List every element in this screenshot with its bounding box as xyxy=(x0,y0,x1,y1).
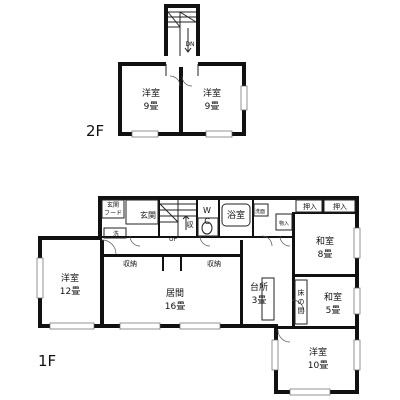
room-1f-wc-c: C xyxy=(204,217,210,226)
storage-a-label: 収納 xyxy=(123,259,137,268)
oshiire-a-label: 押入 xyxy=(303,202,317,211)
tokonoma-label-1: 床 xyxy=(298,288,305,297)
room-1f-japanese8-name: 和室 xyxy=(316,235,334,247)
room-1f-japanese8-size: 8畳 xyxy=(318,249,333,260)
floor-1f: UP 洋室 12畳 居間 16畳 xyxy=(36,196,361,396)
room-1f-western10-size: 10畳 xyxy=(308,360,328,371)
room-1f-living-name: 居間 xyxy=(166,288,184,299)
room-2f-east-size: 9畳 xyxy=(205,101,220,112)
room-1f-japanese5-size: 5畳 xyxy=(326,305,341,316)
stairs-up-label: UP xyxy=(169,236,177,243)
stairs-2f xyxy=(167,11,197,56)
room-1f-living-size: 16畳 xyxy=(165,301,185,312)
room-1f-western10-name: 洋室 xyxy=(309,346,327,358)
tokonoma-label-2: の xyxy=(298,298,305,306)
room-2f-east-name: 洋室 xyxy=(203,87,221,99)
utility-a-label: 洗面 xyxy=(255,208,265,215)
room-2f-west-size: 9畳 xyxy=(144,101,159,112)
stairs-1f xyxy=(159,200,196,236)
floor-label-2f: 2F xyxy=(86,122,104,140)
storage-small-label: 収 xyxy=(187,221,194,229)
hood-label-2: フード xyxy=(104,210,122,217)
room-1f-japanese5-name: 和室 xyxy=(324,291,342,303)
room-1f-bath-name: 浴室 xyxy=(227,209,245,221)
room-1f-western12-size: 12畳 xyxy=(60,286,80,297)
room-1f-wc-w: W xyxy=(203,206,211,215)
room-2f-west-name: 洋室 xyxy=(142,87,160,99)
room-1f-kitchen-size: 3畳 xyxy=(252,295,267,306)
hood-label-1: 玄関 xyxy=(107,201,119,209)
wash-label: 洗 xyxy=(113,230,119,238)
oshiire-b-label: 押入 xyxy=(333,202,347,211)
floor-label-1f: 1F xyxy=(38,352,56,370)
utility-b-label: 物入 xyxy=(279,220,289,227)
room-1f-kitchen-name: 台所 xyxy=(250,281,268,293)
room-1f-entrance-name: 玄関 xyxy=(140,210,156,220)
floor-2f: DN 洋室 9畳 洋室 9畳 2F xyxy=(86,4,248,140)
tokonoma-label-3: 間 xyxy=(298,307,305,315)
storage-b-label: 収納 xyxy=(207,259,221,268)
room-1f-western12-name: 洋室 xyxy=(61,272,79,284)
stairs-dn-label: DN xyxy=(185,41,194,48)
